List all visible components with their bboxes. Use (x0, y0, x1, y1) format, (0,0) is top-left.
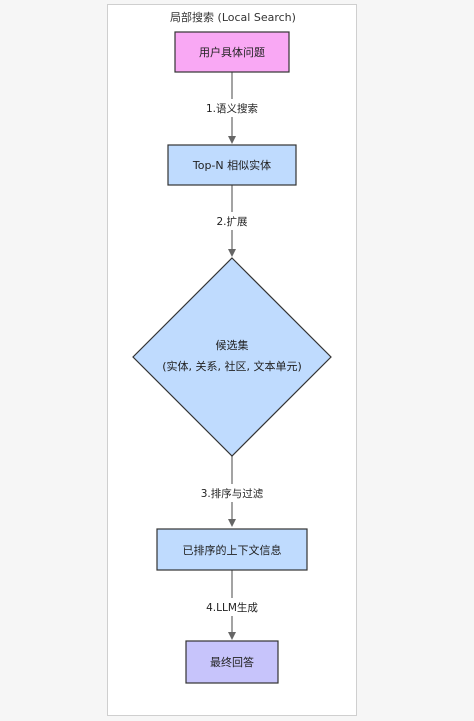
node-final-answer-label: 最终回答 (210, 655, 254, 669)
edge-label-bg-3 (192, 484, 272, 502)
node-top-n (167, 144, 297, 186)
node-user-query (174, 31, 290, 73)
node-candidate-set (132, 257, 332, 457)
node-final-answer (185, 640, 279, 684)
container-title: 局部搜索 (Local Search) (170, 11, 296, 24)
node-sorted-context-label: 已排序的上下文信息 (183, 543, 282, 557)
edge-label-bg-4 (199, 598, 265, 616)
edge-label-bg-2 (210, 212, 254, 230)
node-top-n-label: Top-N 相似实体 (192, 158, 271, 172)
edge-label-3: 3.排序与过滤 (201, 487, 264, 500)
edge-label-bg-1 (197, 99, 267, 117)
node-candidate-label-1: 候选集 (216, 338, 249, 352)
node-sorted-context (156, 528, 308, 571)
edge-label-2: 2.扩展 (216, 215, 248, 228)
node-candidate-label-2: (实体, 关系, 社区, 文本单元) (162, 359, 302, 373)
node-user-query-label: 用户具体问题 (199, 45, 265, 59)
edge-label-4: 4.LLM生成 (206, 601, 258, 614)
edge-label-1: 1.语义搜索 (206, 102, 258, 115)
